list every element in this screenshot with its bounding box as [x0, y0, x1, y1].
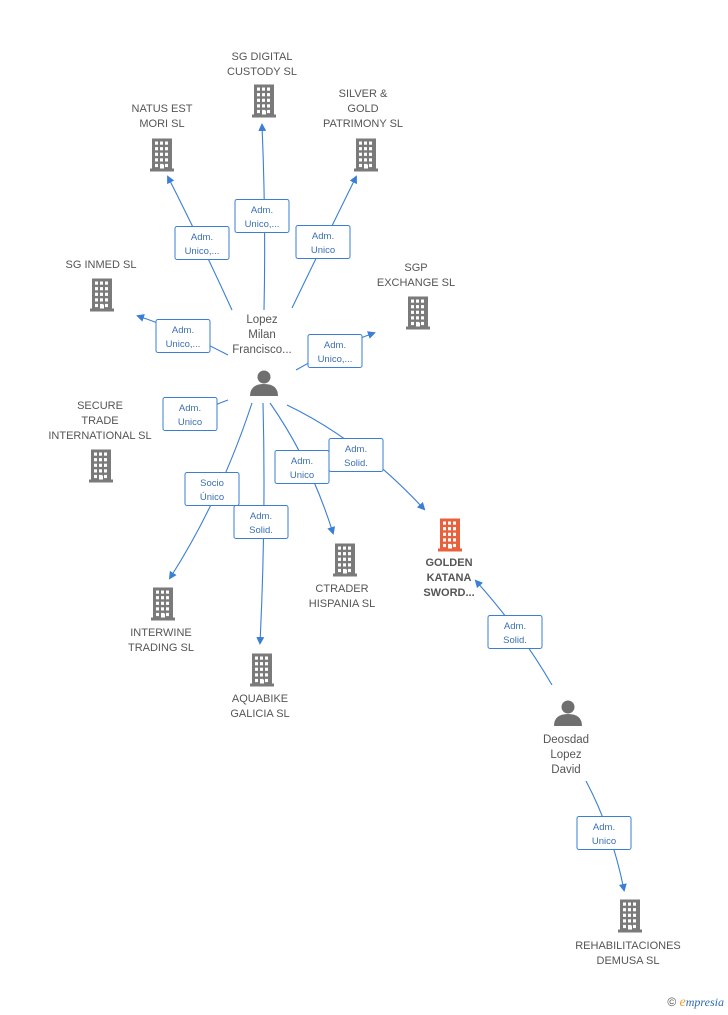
relation-label: Adm.: [312, 231, 334, 242]
relation-badge-r-rehab[interactable]: Adm. Unico: [576, 816, 632, 850]
building-icon: [333, 543, 357, 577]
company-label: SG INMED SL: [66, 259, 137, 271]
company-node-silver-gold[interactable]: SILVER & GOLD PATRIMONY SL: [323, 88, 403, 172]
building-icon: [90, 278, 114, 312]
relation-label: Adm.: [172, 325, 194, 336]
company-node-sg-inmed[interactable]: SG INMED SL: [66, 259, 137, 312]
person-label: Deosdad: [543, 734, 589, 746]
copyright-symbol: ©: [667, 995, 677, 1009]
company-label: SGP: [404, 262, 427, 274]
company-label: CUSTODY SL: [227, 66, 297, 78]
company-label: TRADING SL: [128, 642, 194, 654]
relation-label: Adm.: [504, 621, 526, 632]
company-node-natus[interactable]: NATUS EST MORI SL: [132, 103, 193, 172]
relation-label: Único: [200, 492, 224, 503]
company-label: AQUABIKE: [232, 693, 288, 705]
relation-label: Unico: [311, 245, 335, 256]
relation-badge-r-golden-deosdad[interactable]: Adm. Solid.: [487, 615, 543, 649]
relation-label: Unico: [290, 470, 314, 481]
company-label: EXCHANGE SL: [377, 277, 455, 289]
person-label: Francisco...: [232, 344, 291, 356]
person-icon: [554, 700, 582, 726]
building-icon: [151, 587, 175, 621]
person-label: Milan: [248, 329, 275, 341]
relation-label: Unico,...: [185, 246, 220, 257]
relation-badge-r-secure[interactable]: Adm. Unico: [162, 397, 218, 431]
relation-badge-r-sg-inmed[interactable]: Adm. Unico,...: [155, 319, 211, 353]
relation-badge-r-golden[interactable]: Adm. Solid.: [328, 438, 384, 472]
company-label: SG DIGITAL: [232, 51, 293, 63]
company-label: DEMUSA SL: [597, 955, 660, 967]
building-icon: [354, 138, 378, 172]
relation-badge-r-sg-digital[interactable]: Adm. Unico,...: [234, 199, 290, 233]
building-icon: [406, 296, 430, 330]
company-label: SECURE: [77, 400, 123, 412]
relation-label: Adm.: [251, 205, 273, 216]
person-node-lopez[interactable]: LopezMilanFrancisco...: [232, 314, 292, 396]
company-node-interwine[interactable]: INTERWINE TRADING SL: [128, 587, 194, 655]
relation-badge-r-natus[interactable]: Adm. Unico,...: [174, 226, 230, 260]
relation-badge-r-ctrader[interactable]: Adm. Unico: [274, 450, 330, 484]
relation-label: Unico: [592, 836, 616, 847]
relation-label: Unico: [178, 417, 202, 428]
relation-label: Socio: [200, 478, 224, 489]
building-icon: [150, 138, 174, 172]
building-icon: [250, 653, 274, 687]
company-node-sgp-exchange[interactable]: SGP EXCHANGE SL: [377, 262, 455, 330]
empresia-brand[interactable]: © empresia: [667, 995, 724, 1011]
relation-label: Adm.: [345, 444, 367, 455]
building-icon: [252, 84, 276, 118]
person-icon: [250, 370, 278, 396]
company-node-rehab[interactable]: REHABILITACIONES DEMUSA SL: [575, 899, 681, 968]
company-label: CTRADER: [315, 583, 368, 595]
company-node-secure-trade[interactable]: SECURE TRADE INTERNATIONAL SL: [48, 400, 152, 483]
company-label: GALICIA SL: [230, 708, 289, 720]
relation-badge-r-aquabike[interactable]: Adm. Solid.: [233, 505, 289, 539]
relation-label: Adm.: [593, 822, 615, 833]
company-label: GOLD: [347, 103, 378, 115]
person-label: Lopez: [550, 749, 582, 761]
relation-label: Adm.: [191, 232, 213, 243]
company-node-golden-katana[interactable]: GOLDEN KATANA SWORD...: [423, 518, 475, 600]
company-label: PATRIMONY SL: [323, 118, 403, 130]
relation-label: Solid.: [249, 525, 273, 536]
company-label: SWORD...: [423, 587, 474, 599]
company-node-ctrader[interactable]: CTRADER HISPANIA SL: [309, 543, 375, 611]
person-label: Lopez: [246, 314, 278, 326]
company-label: NATUS EST: [132, 103, 193, 115]
building-icon: [618, 899, 642, 933]
company-label: INTERWINE: [130, 627, 192, 639]
building-icon: [89, 449, 113, 483]
company-label: REHABILITACIONES: [575, 940, 681, 952]
relation-label: Solid.: [344, 458, 368, 469]
company-label: SILVER &: [339, 88, 388, 100]
relation-badge-r-silver[interactable]: Adm. Unico: [295, 225, 351, 259]
company-label: KATANA: [427, 572, 472, 584]
company-node-sg-digital[interactable]: SG DIGITAL CUSTODY SL: [227, 51, 297, 118]
relation-label: Unico,...: [318, 354, 353, 365]
building-icon: [438, 518, 462, 552]
relation-label: Adm.: [324, 340, 346, 351]
person-label: David: [551, 764, 580, 776]
relation-label: Adm.: [179, 403, 201, 414]
relation-label: Adm.: [291, 456, 313, 467]
company-label: TRADE: [81, 415, 118, 427]
relation-label: Solid.: [503, 635, 527, 646]
relation-label: Unico,...: [166, 339, 201, 350]
company-label: INTERNATIONAL SL: [48, 430, 151, 442]
company-label: GOLDEN: [425, 557, 472, 569]
relation-label: Adm.: [250, 511, 272, 522]
relation-label: Unico,...: [245, 219, 280, 230]
company-node-aquabike[interactable]: AQUABIKE GALICIA SL: [230, 653, 290, 721]
company-label: HISPANIA SL: [309, 598, 375, 610]
company-label: MORI SL: [139, 118, 184, 130]
brand-initial: e: [679, 995, 686, 1010]
brand-name: mpresia: [685, 995, 724, 1009]
relation-badge-r-sgp[interactable]: Adm. Unico,...: [307, 334, 363, 368]
